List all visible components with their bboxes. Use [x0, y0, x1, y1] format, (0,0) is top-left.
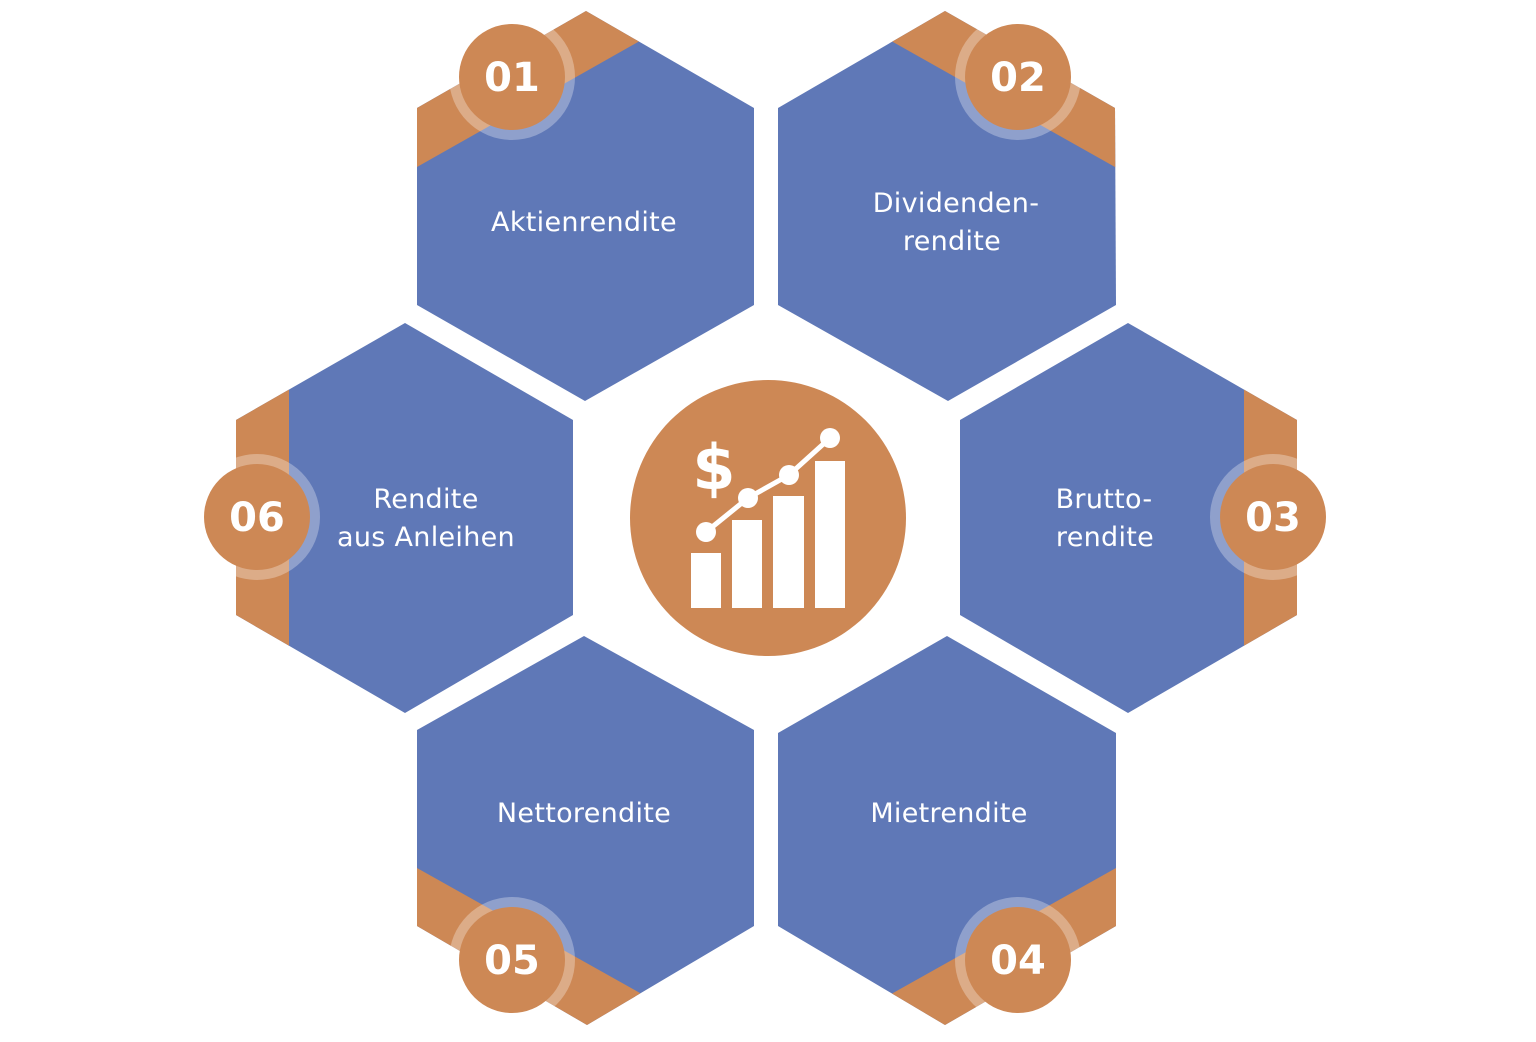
badge-circle — [965, 24, 1071, 130]
item-label-line-1: Rendite — [373, 484, 478, 515]
item-label-line-1: Brutto- — [1056, 484, 1153, 515]
hex-item-05: 05 Nettorendite — [417, 636, 754, 1025]
bar-4 — [815, 461, 845, 608]
badge-circle — [459, 907, 565, 1013]
hex-item-03: 03 Brutto- rendite — [960, 323, 1336, 713]
item-label-line-2: aus Anleihen — [337, 522, 515, 553]
hexagon-shape — [960, 323, 1297, 713]
badge-number: 03 — [1245, 495, 1301, 541]
item-label-line-2: rendite — [903, 226, 1001, 257]
dollar-growth-chart-icon: $ — [691, 428, 845, 608]
item-label: Mietrendite — [870, 798, 1027, 829]
badge-circle — [965, 907, 1071, 1013]
item-label-line-2: rendite — [1056, 522, 1154, 553]
trend-point — [820, 428, 840, 448]
trend-point — [779, 465, 799, 485]
trend-line — [704, 436, 832, 534]
item-label-line-1: Dividenden- — [873, 188, 1040, 219]
trend-point — [738, 488, 758, 508]
hex-item-06: 06 Rendite aus Anleihen — [194, 323, 573, 713]
bar-2 — [732, 520, 762, 608]
badge-circle — [459, 24, 565, 130]
bar-1 — [691, 553, 721, 608]
badge-number: 05 — [484, 938, 540, 984]
badge-number: 02 — [990, 55, 1046, 101]
hexagon-shape — [236, 323, 573, 713]
center-hub: $ — [630, 380, 906, 656]
dollar-sign-icon: $ — [692, 431, 735, 504]
hex-item-01: 01 Aktienrendite — [417, 11, 754, 401]
badge-circle — [204, 464, 310, 570]
badge-number: 06 — [229, 495, 285, 541]
item-label: Nettorendite — [497, 798, 671, 829]
badge-number: 04 — [990, 938, 1046, 984]
badge-circle — [1220, 464, 1326, 570]
trend-point — [696, 522, 716, 542]
badge-number: 01 — [484, 55, 540, 101]
center-circle — [630, 380, 906, 656]
bar-3 — [773, 496, 804, 608]
item-label: Aktienrendite — [491, 207, 677, 238]
